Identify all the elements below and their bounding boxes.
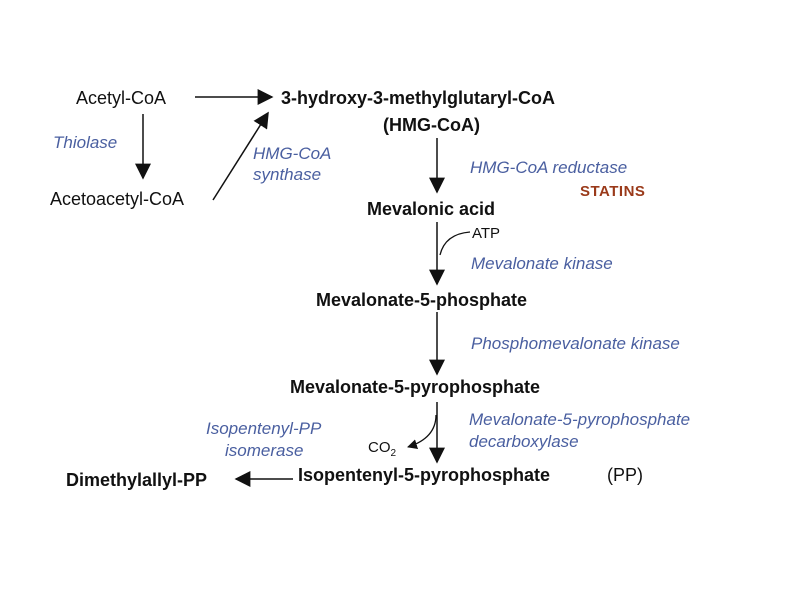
acetoacetyl-coa-label: Acetoacetyl-CoA <box>50 189 185 209</box>
statins-inhibitor-label: STATINS <box>580 183 646 200</box>
isomerase-label-line2: isomerase <box>225 441 304 460</box>
arrow-co2-branch <box>407 414 437 450</box>
co2-subscript: 2 <box>390 448 397 459</box>
mevalonic-acid-label: Mevalonic acid <box>367 199 496 219</box>
mevalonate-kinase-label: Mevalonate kinase <box>471 254 613 273</box>
decarboxylase-label-line2: decarboxylase <box>469 432 579 451</box>
co2-main-text: CO <box>368 439 391 456</box>
isopentenyl-5-pyrophosphate-label: Isopentenyl-5-pyrophosphate <box>298 465 551 485</box>
mevalonate-5-pyrophosphate-label: Mevalonate-5-pyrophosphate <box>290 377 541 397</box>
arrow-atp-branch <box>439 231 471 256</box>
acetyl-coa-label: Acetyl-CoA <box>76 88 167 108</box>
thiolase-label: Thiolase <box>53 133 118 152</box>
isopentenyl-pp-suffix: (PP) <box>607 465 643 485</box>
hmg-coa-reductase-label: HMG-CoA reductase <box>470 158 628 177</box>
hmg-coa-abbrev-label: (HMG-CoA) <box>383 115 480 135</box>
co2-label: CO2 <box>368 440 396 459</box>
isomerase-label-line1: Isopentenyl-PP <box>206 419 322 438</box>
phosphomevalonate-kinase-label: Phosphomevalonate kinase <box>471 334 680 353</box>
mevalonate-5-phosphate-label: Mevalonate-5-phosphate <box>316 290 528 310</box>
atp-label: ATP <box>472 225 501 242</box>
hmg-coa-synthase-label-line2: synthase <box>253 165 322 184</box>
hmg-coa-label: 3-hydroxy-3-methylglutaryl-CoA <box>281 88 556 108</box>
arrow-acetoacetyl-to-hmg <box>212 111 269 201</box>
dimethylallyl-pp-label: Dimethylallyl-PP <box>66 470 208 490</box>
decarboxylase-label-line1: Mevalonate-5-pyrophosphate <box>469 410 691 429</box>
hmg-coa-synthase-label-line1: HMG-CoA <box>253 144 332 163</box>
